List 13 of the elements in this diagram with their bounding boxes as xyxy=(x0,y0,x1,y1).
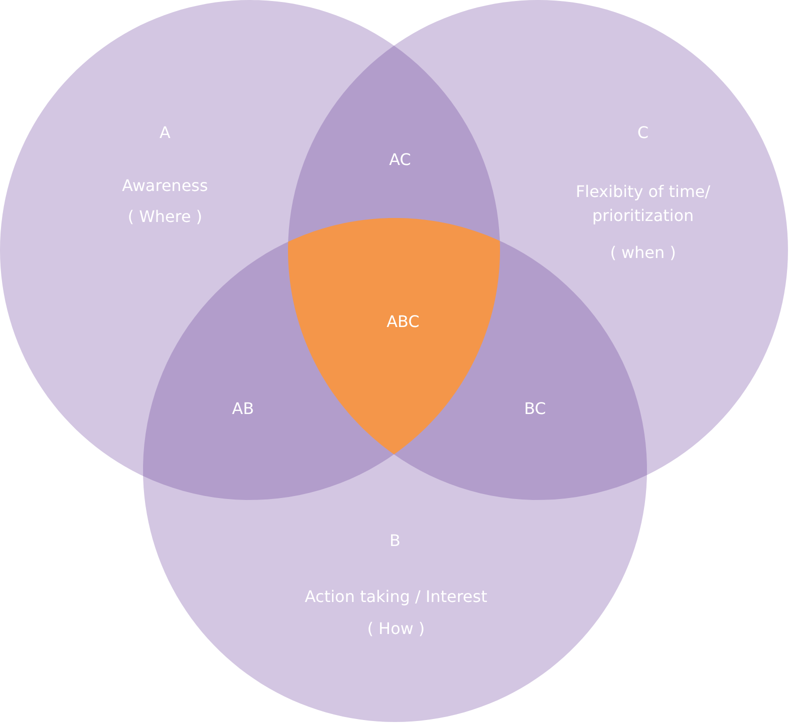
overlap-label: BC xyxy=(524,398,546,420)
overlap-label: AC xyxy=(389,149,411,171)
overlap-label: ABC xyxy=(386,311,420,333)
set-letter: A xyxy=(160,122,170,144)
set-note: ( when ) xyxy=(610,242,676,264)
overlap-label: AB xyxy=(232,398,254,420)
set-note: ( Where ) xyxy=(128,206,202,228)
set-title: Flexibity of time/ prioritization xyxy=(574,181,712,227)
set-title: Action taking / Interest xyxy=(304,586,488,608)
set-letter: B xyxy=(390,530,400,552)
set-note: ( How ) xyxy=(367,618,425,640)
set-title: Awareness xyxy=(122,175,208,197)
set-letter: C xyxy=(637,122,649,144)
